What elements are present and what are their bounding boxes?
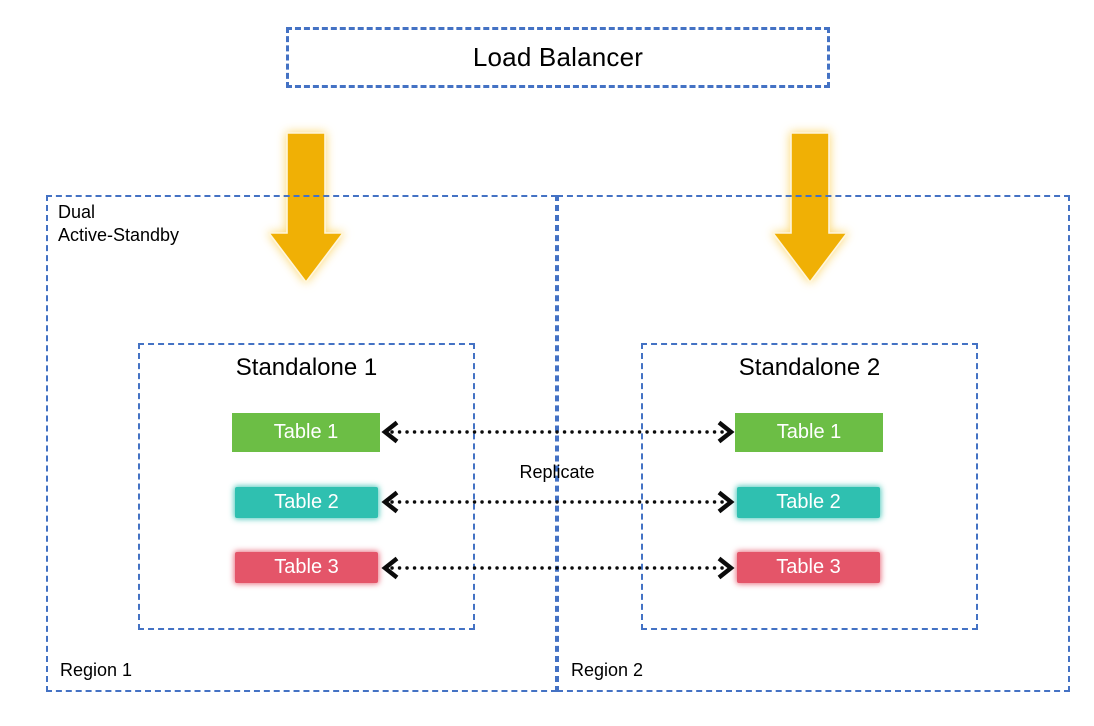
down-arrow-shape	[267, 132, 345, 284]
down-arrow-shape	[771, 132, 849, 284]
replicate-arrow-table-1	[381, 420, 735, 444]
dual-active-standby-line2: Active-Standby	[58, 225, 180, 246]
standalone-1-box: Standalone 1	[138, 343, 475, 630]
left-arrowhead-icon	[381, 490, 399, 514]
standalone-2-table-3: Table 3	[737, 552, 880, 583]
replicate-label: Replicate	[519, 462, 595, 482]
down-arrow-icon	[267, 132, 345, 284]
standalone-1-title: Standalone 1	[235, 354, 378, 381]
standalone-2-box: Standalone 2	[641, 343, 978, 630]
load-balancer-label: Load Balancer	[472, 42, 644, 72]
dual-active-standby-label: Dual Active-Standby	[58, 201, 179, 248]
down-arrow-icon	[771, 132, 849, 284]
right-arrowhead-icon	[717, 490, 735, 514]
left-arrowhead-icon	[381, 556, 399, 580]
load-balancer-box: Load Balancer	[286, 27, 830, 88]
standalone-1-table-1: Table 1	[232, 413, 380, 452]
standalone-2-title: Standalone 2	[738, 354, 881, 381]
standalone-2-table-1: Table 1	[735, 413, 883, 452]
region-2-label: Region 2	[571, 660, 644, 680]
region-2-box: Region 2	[557, 195, 1070, 692]
replicate-arrow-table-3	[381, 556, 735, 580]
replicate-arrow-table-2	[381, 490, 735, 514]
dual-active-standby-line1: Dual	[58, 202, 96, 222]
region-1-box: Dual Active-Standby Region 1	[46, 195, 557, 692]
region-1-label: Region 1	[60, 660, 133, 680]
right-arrowhead-icon	[717, 556, 735, 580]
standalone-1-table-3: Table 3	[235, 552, 378, 583]
standalone-2-table-2: Table 2	[737, 487, 880, 518]
standalone-1-table-2: Table 2	[235, 487, 378, 518]
right-arrowhead-icon	[717, 420, 735, 444]
left-arrowhead-icon	[381, 420, 399, 444]
